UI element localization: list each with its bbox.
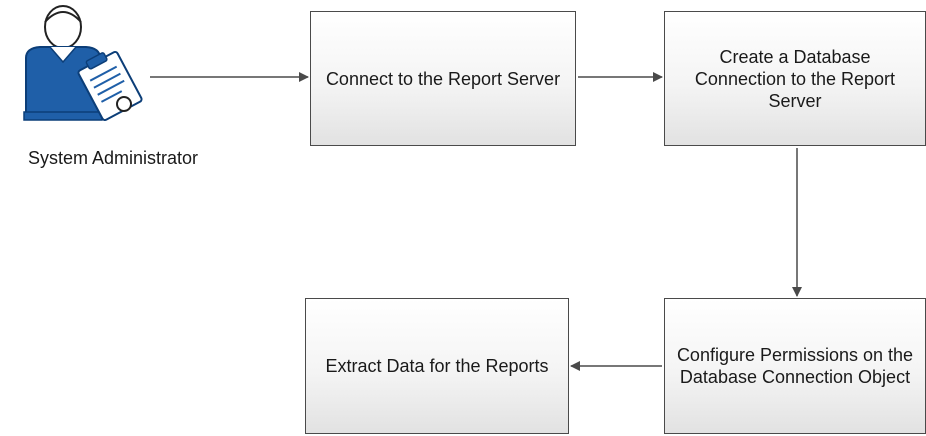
actor-label: System Administrator	[27, 148, 199, 168]
step-connect-report-server: Connect to the Report Server	[310, 11, 576, 146]
step-configure-permissions: Configure Permissions on the Database Co…	[664, 298, 926, 434]
step-label: Create a Database Connection to the Repo…	[694, 46, 896, 111]
step-label: Connect to the Report Server	[325, 68, 561, 89]
administrator-clipboard-icon	[23, 5, 143, 121]
step-create-database-connection: Create a Database Connection to the Repo…	[664, 11, 926, 146]
step-label: Extract Data for the Reports	[325, 356, 549, 376]
step-extract-data: Extract Data for the Reports	[305, 298, 569, 434]
step-label: Configure Permissions on the Database Co…	[676, 345, 914, 387]
